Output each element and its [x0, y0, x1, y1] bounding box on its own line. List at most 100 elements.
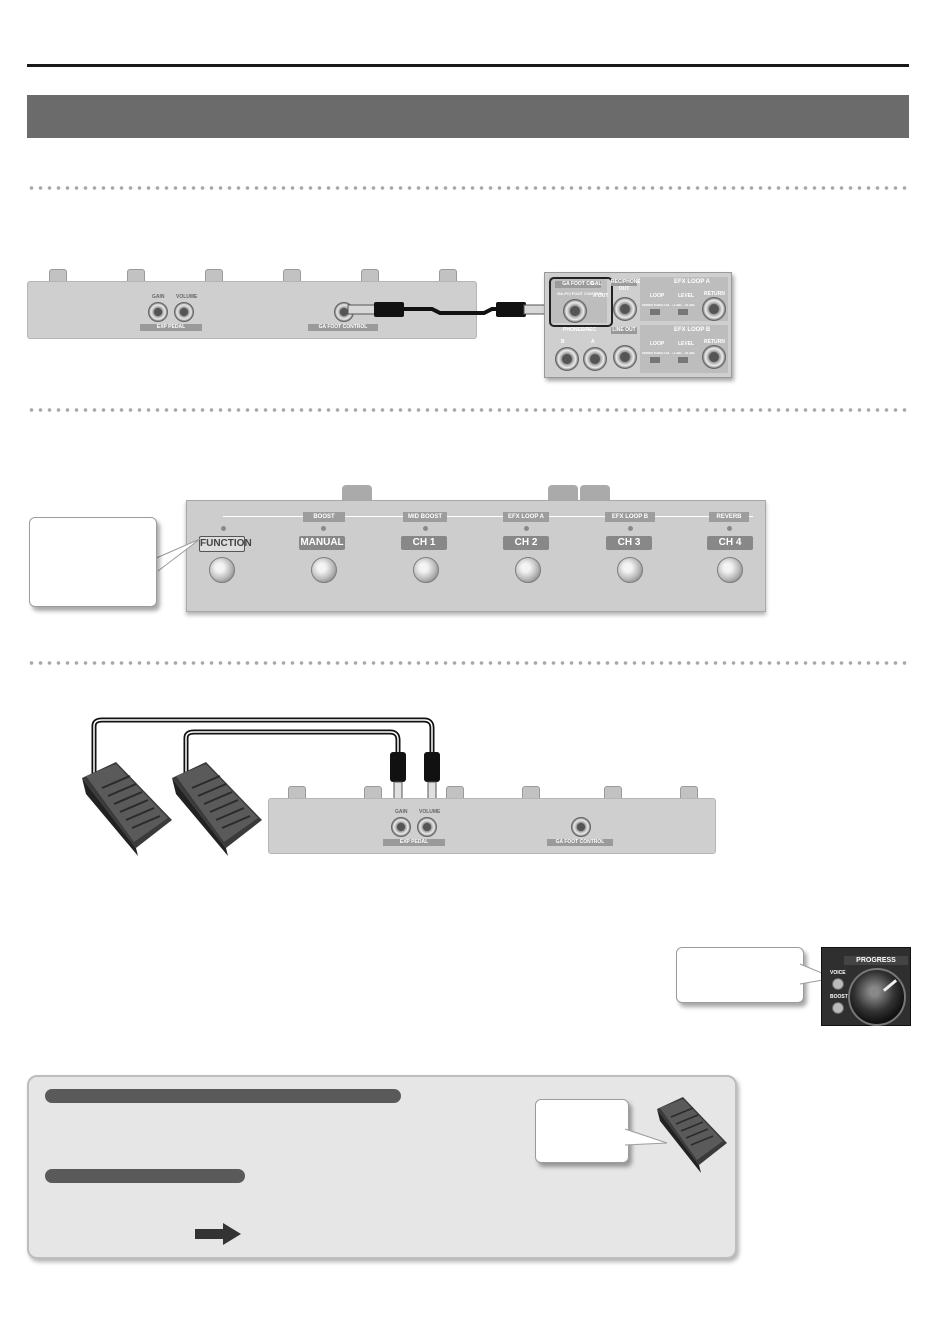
col1-lower: PHONES/REC	[563, 327, 597, 333]
volume-jack-label: VOLUME	[176, 294, 198, 300]
manual-footswitch[interactable]	[311, 557, 337, 583]
plug-tip-left	[347, 304, 377, 315]
tsr-cable	[347, 302, 553, 317]
return-label-b: RETURN	[704, 339, 725, 345]
dotted-separator-1	[27, 185, 909, 191]
led-indicator	[524, 526, 529, 531]
jack-b	[555, 347, 579, 371]
led-indicator	[423, 526, 428, 531]
expression-pedal-2	[172, 762, 262, 856]
rear-jack-housing	[580, 485, 610, 503]
gafc-label-bar: GA FOOT CONTROL	[547, 839, 613, 846]
loop-label-b: LOOP	[650, 341, 665, 347]
efx-loop-b-section: EFX LOOP B LOOP LEVEL RETURN SERIES PARA…	[640, 325, 728, 373]
col2-header: GAL	[591, 281, 602, 287]
voice-label: VOICE	[830, 970, 846, 976]
jack-a	[583, 347, 607, 371]
top-rule	[27, 64, 909, 67]
plug-body-left	[374, 302, 404, 317]
loop-switch-b	[650, 357, 660, 363]
amp-rear-panel: GA FOOT CO GA-FC/ FOOT CONTROL GAL A OUT…	[544, 272, 732, 378]
boost-btn-label: BOOST	[830, 994, 848, 1000]
switch-label-b: +4 dBu	[672, 351, 683, 355]
jack-a-label: A	[591, 339, 595, 345]
function-footswitch[interactable]	[209, 557, 235, 583]
gain-jack	[148, 302, 168, 322]
switch-label-a: +4 dBu	[672, 303, 683, 307]
bracket-line	[223, 516, 753, 517]
switch-label-b: PARALLEL	[654, 351, 670, 355]
footswitch-panel: BOOST MID BOOST EFX LOOP A EFX LOOP B RE…	[186, 500, 766, 612]
efx-loop-b-label: EFX LOOP B	[605, 512, 655, 522]
plug-body	[424, 752, 440, 782]
loop-switch-a	[650, 309, 660, 315]
efx-a-label: EFX LOOP A	[674, 279, 711, 285]
level-switch-b	[678, 357, 688, 363]
led-indicator	[628, 526, 633, 531]
exp-pedal-label: EXP PEDAL	[399, 839, 429, 845]
switch-label-a: -10 dBu	[684, 303, 696, 307]
ch1-switch-label: CH 1	[401, 536, 447, 550]
volume-jack-label: VOLUME	[419, 809, 441, 815]
gafc-highlight	[549, 277, 613, 327]
switch-label-a: PARALLEL	[654, 303, 670, 307]
pedal-callout-pointer	[624, 1128, 668, 1146]
info-heading-bar-2	[45, 1169, 245, 1183]
callout-pointer	[153, 538, 201, 572]
efx-loop-b-label-bar: EFX LOOP B	[605, 512, 655, 522]
level-label-b: LEVEL	[678, 341, 695, 347]
jack-b-label: B	[561, 339, 565, 345]
return-jack-b	[702, 345, 726, 369]
gafc-jack	[571, 817, 591, 837]
efx-b-label: EFX LOOP B	[674, 327, 711, 333]
switch-label-b: -10 dBu	[684, 351, 696, 355]
manual-switch-label: MANUAL	[299, 536, 345, 550]
progress-knob[interactable]	[848, 968, 906, 1026]
plug-body-right	[496, 302, 526, 317]
efx-loop-a-label-bar: EFX LOOP A	[503, 512, 549, 522]
gafc-label: GA FOOT CONTROL	[555, 839, 605, 845]
volume-jack	[417, 817, 437, 837]
dotted-separator-2	[27, 407, 909, 413]
level-switch-a	[678, 309, 688, 315]
section-banner	[27, 95, 909, 138]
pedal-cables	[91, 717, 440, 809]
boost-button[interactable]	[832, 1002, 844, 1014]
function-switch-label: FUNCTION	[199, 536, 252, 552]
switch-label-b: SERIES	[642, 351, 654, 355]
gafc-amp-jack	[563, 299, 587, 323]
reverb-label: REVERB	[709, 512, 749, 522]
gafc-header: GA FOOT CO	[562, 281, 594, 287]
ch3-footswitch[interactable]	[617, 557, 643, 583]
reverb-label-bar: REVERB	[709, 512, 749, 522]
led-indicator	[321, 526, 326, 531]
line-out-bar: LINE OUT	[611, 327, 637, 334]
function-callout-box	[29, 517, 157, 607]
arrow-right-icon	[195, 1223, 241, 1245]
ch2-footswitch[interactable]	[515, 557, 541, 583]
voice-button[interactable]	[832, 978, 844, 990]
loop-label-a: LOOP	[650, 293, 665, 299]
mid-boost-label-bar: MID BOOST	[403, 512, 447, 522]
gafc-sub: GA-FC/ FOOT CONTROL	[557, 291, 604, 296]
boost-label: BOOST	[303, 512, 345, 522]
gafc-label-bar: GA FOOT CONTROL	[308, 324, 378, 331]
expression-pedal-small	[657, 1097, 727, 1173]
expression-pedal-1	[82, 762, 172, 856]
info-heading-bar-1	[45, 1089, 401, 1103]
pedal-callout-box	[535, 1099, 629, 1163]
plug-body	[390, 752, 406, 782]
gain-jack	[391, 817, 411, 837]
ch1-footswitch[interactable]	[413, 557, 439, 583]
boost-label-bar: BOOST	[303, 512, 345, 522]
volume-jack	[174, 302, 194, 322]
gain-jack-label: GAIN	[152, 294, 165, 300]
col2-sub: A OUT	[593, 293, 609, 299]
foot-controller-rear-2: GAIN VOLUME EXP PEDAL GA FOOT CONTROL	[268, 786, 716, 854]
rear-jack-housing	[342, 485, 372, 503]
line-out-jack	[613, 345, 637, 369]
ch4-footswitch[interactable]	[717, 557, 743, 583]
rec-header-bar: REC/PHONES OUT	[611, 279, 644, 292]
return-jack-a	[702, 297, 726, 321]
gafc-section: GA FOOT CO GA-FC/ FOOT CONTROL	[549, 277, 607, 323]
